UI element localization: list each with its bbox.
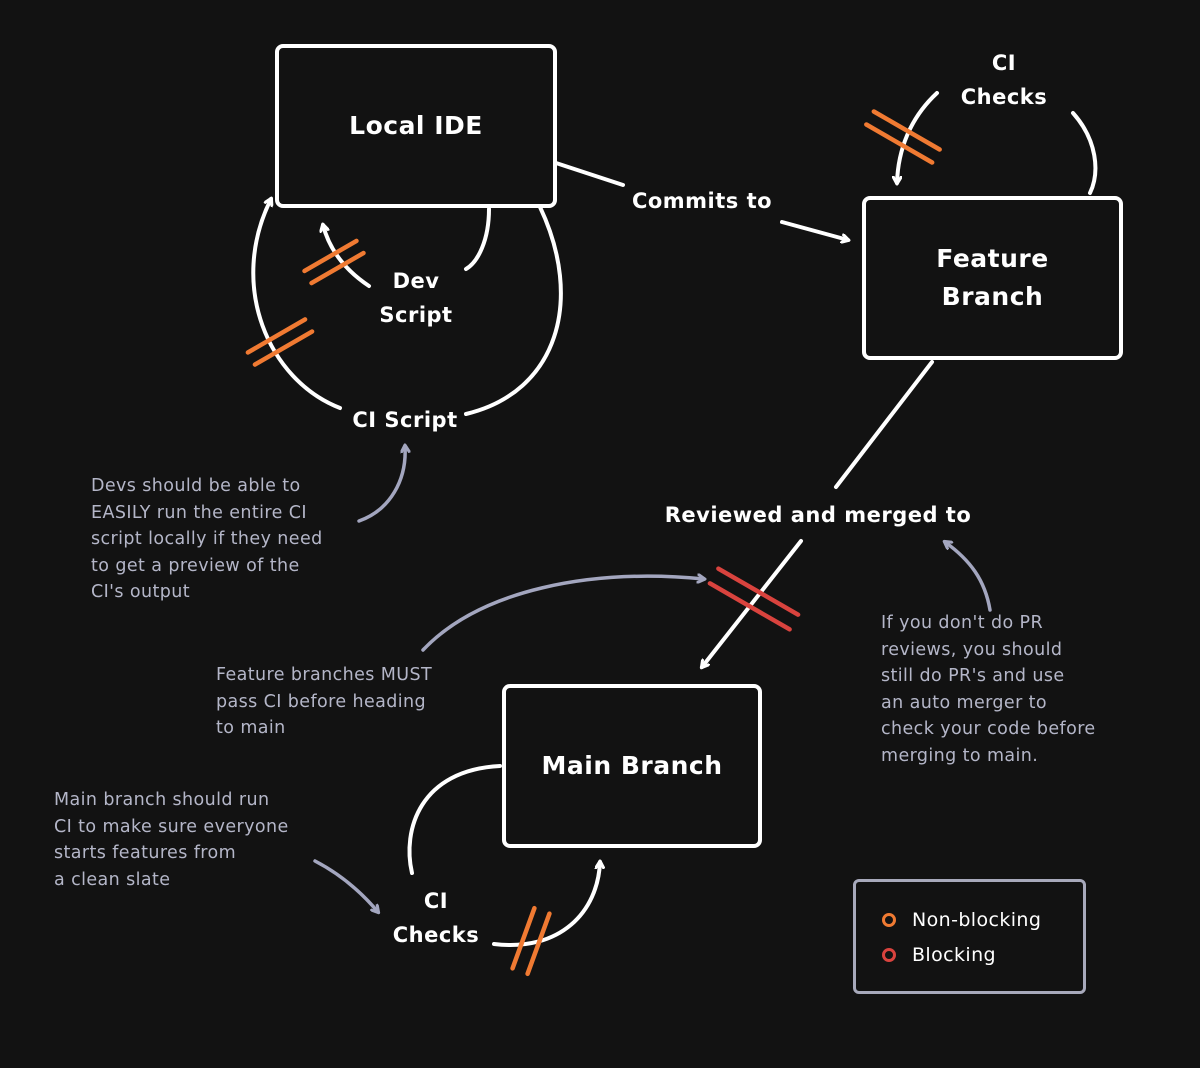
ci-checks-top-gate-mark <box>864 109 942 165</box>
legend-label-blocking: Blocking <box>912 944 996 966</box>
ci-checks-bottom-gate-mark-stroke <box>510 905 537 971</box>
ci-checks-bottom-label: CI Checks <box>392 889 480 947</box>
merge-gate-mark-stroke <box>716 566 801 617</box>
ci-script-label: CI Script <box>352 408 458 432</box>
main-note-arrow <box>313 859 378 912</box>
legend: Non-blocking Blocking <box>853 879 1086 994</box>
ci-checks-bottom-gate-mark-stroke <box>525 911 552 977</box>
dev-script-label: Dev Script <box>379 269 453 327</box>
blocking-dot-icon <box>882 948 896 962</box>
reviewed-merged-label: Reviewed and merged to <box>664 503 972 527</box>
dev-script-gate-mark-stroke <box>302 238 359 274</box>
main-branch-node: Main Branch <box>502 684 762 848</box>
feature-branch-node: Feature Branch <box>862 196 1123 360</box>
merge-to-main-arrow <box>702 539 803 667</box>
devs-note: Devs should be able to EASILY run the en… <box>91 476 323 602</box>
main-note: Main branch should run CI to make sure e… <box>54 790 289 890</box>
local-ide-label: Local IDE <box>349 111 483 140</box>
dev-script-gate-mark-stroke <box>309 250 366 286</box>
ci-checks-top-arrow <box>897 91 939 183</box>
non-blocking-dot-icon <box>882 913 896 927</box>
feature-branch-label-line1: Feature <box>936 244 1049 273</box>
ci-script-gate-mark <box>245 317 315 367</box>
dev-script-loop-arrow <box>323 225 371 288</box>
feature-branch-label-line2: Branch <box>941 282 1044 311</box>
feature-note: Feature branches MUST pass CI before hea… <box>216 665 433 738</box>
feature-to-review-line <box>834 360 934 489</box>
ci-checks-bottom-line <box>407 764 502 875</box>
legend-item-blocking: Blocking <box>882 944 996 966</box>
ci-checks-top-gate-mark-stroke <box>864 122 935 165</box>
merge-gate-mark-stroke <box>707 581 792 632</box>
commits-connector-line <box>554 161 625 187</box>
ci-checks-top-label: CI Checks <box>960 51 1048 109</box>
ci-checks-top-gate-mark-stroke <box>871 109 942 152</box>
ci-checks-bottom-gate-mark <box>510 905 552 977</box>
ci-checks-top-line <box>1071 111 1098 195</box>
main-branch-label: Main Branch <box>541 751 723 780</box>
local-ide-node: Local IDE <box>275 44 557 208</box>
ci-script-loop-arrow <box>251 199 342 410</box>
legend-label-non-blocking: Non-blocking <box>912 909 1042 931</box>
dev-script-gate-mark <box>302 238 366 286</box>
commits-to-arrow <box>780 220 848 240</box>
pr-note-arrow <box>945 542 992 612</box>
ci-script-gate-mark-stroke <box>252 329 315 367</box>
ci-script-loop-line <box>464 205 563 416</box>
merge-gate-mark <box>707 566 801 632</box>
commits-to-label: Commits to <box>631 189 773 213</box>
pr-note: If you don't do PR reviews, you should s… <box>881 613 1096 766</box>
legend-item-non-blocking: Non-blocking <box>882 909 1041 931</box>
ci-checks-bottom-arrow <box>492 862 600 947</box>
feature-note-arrow <box>421 576 704 652</box>
dev-script-loop-line <box>464 207 491 271</box>
ci-script-gate-mark-stroke <box>245 317 308 355</box>
devs-note-arrow <box>357 446 405 523</box>
